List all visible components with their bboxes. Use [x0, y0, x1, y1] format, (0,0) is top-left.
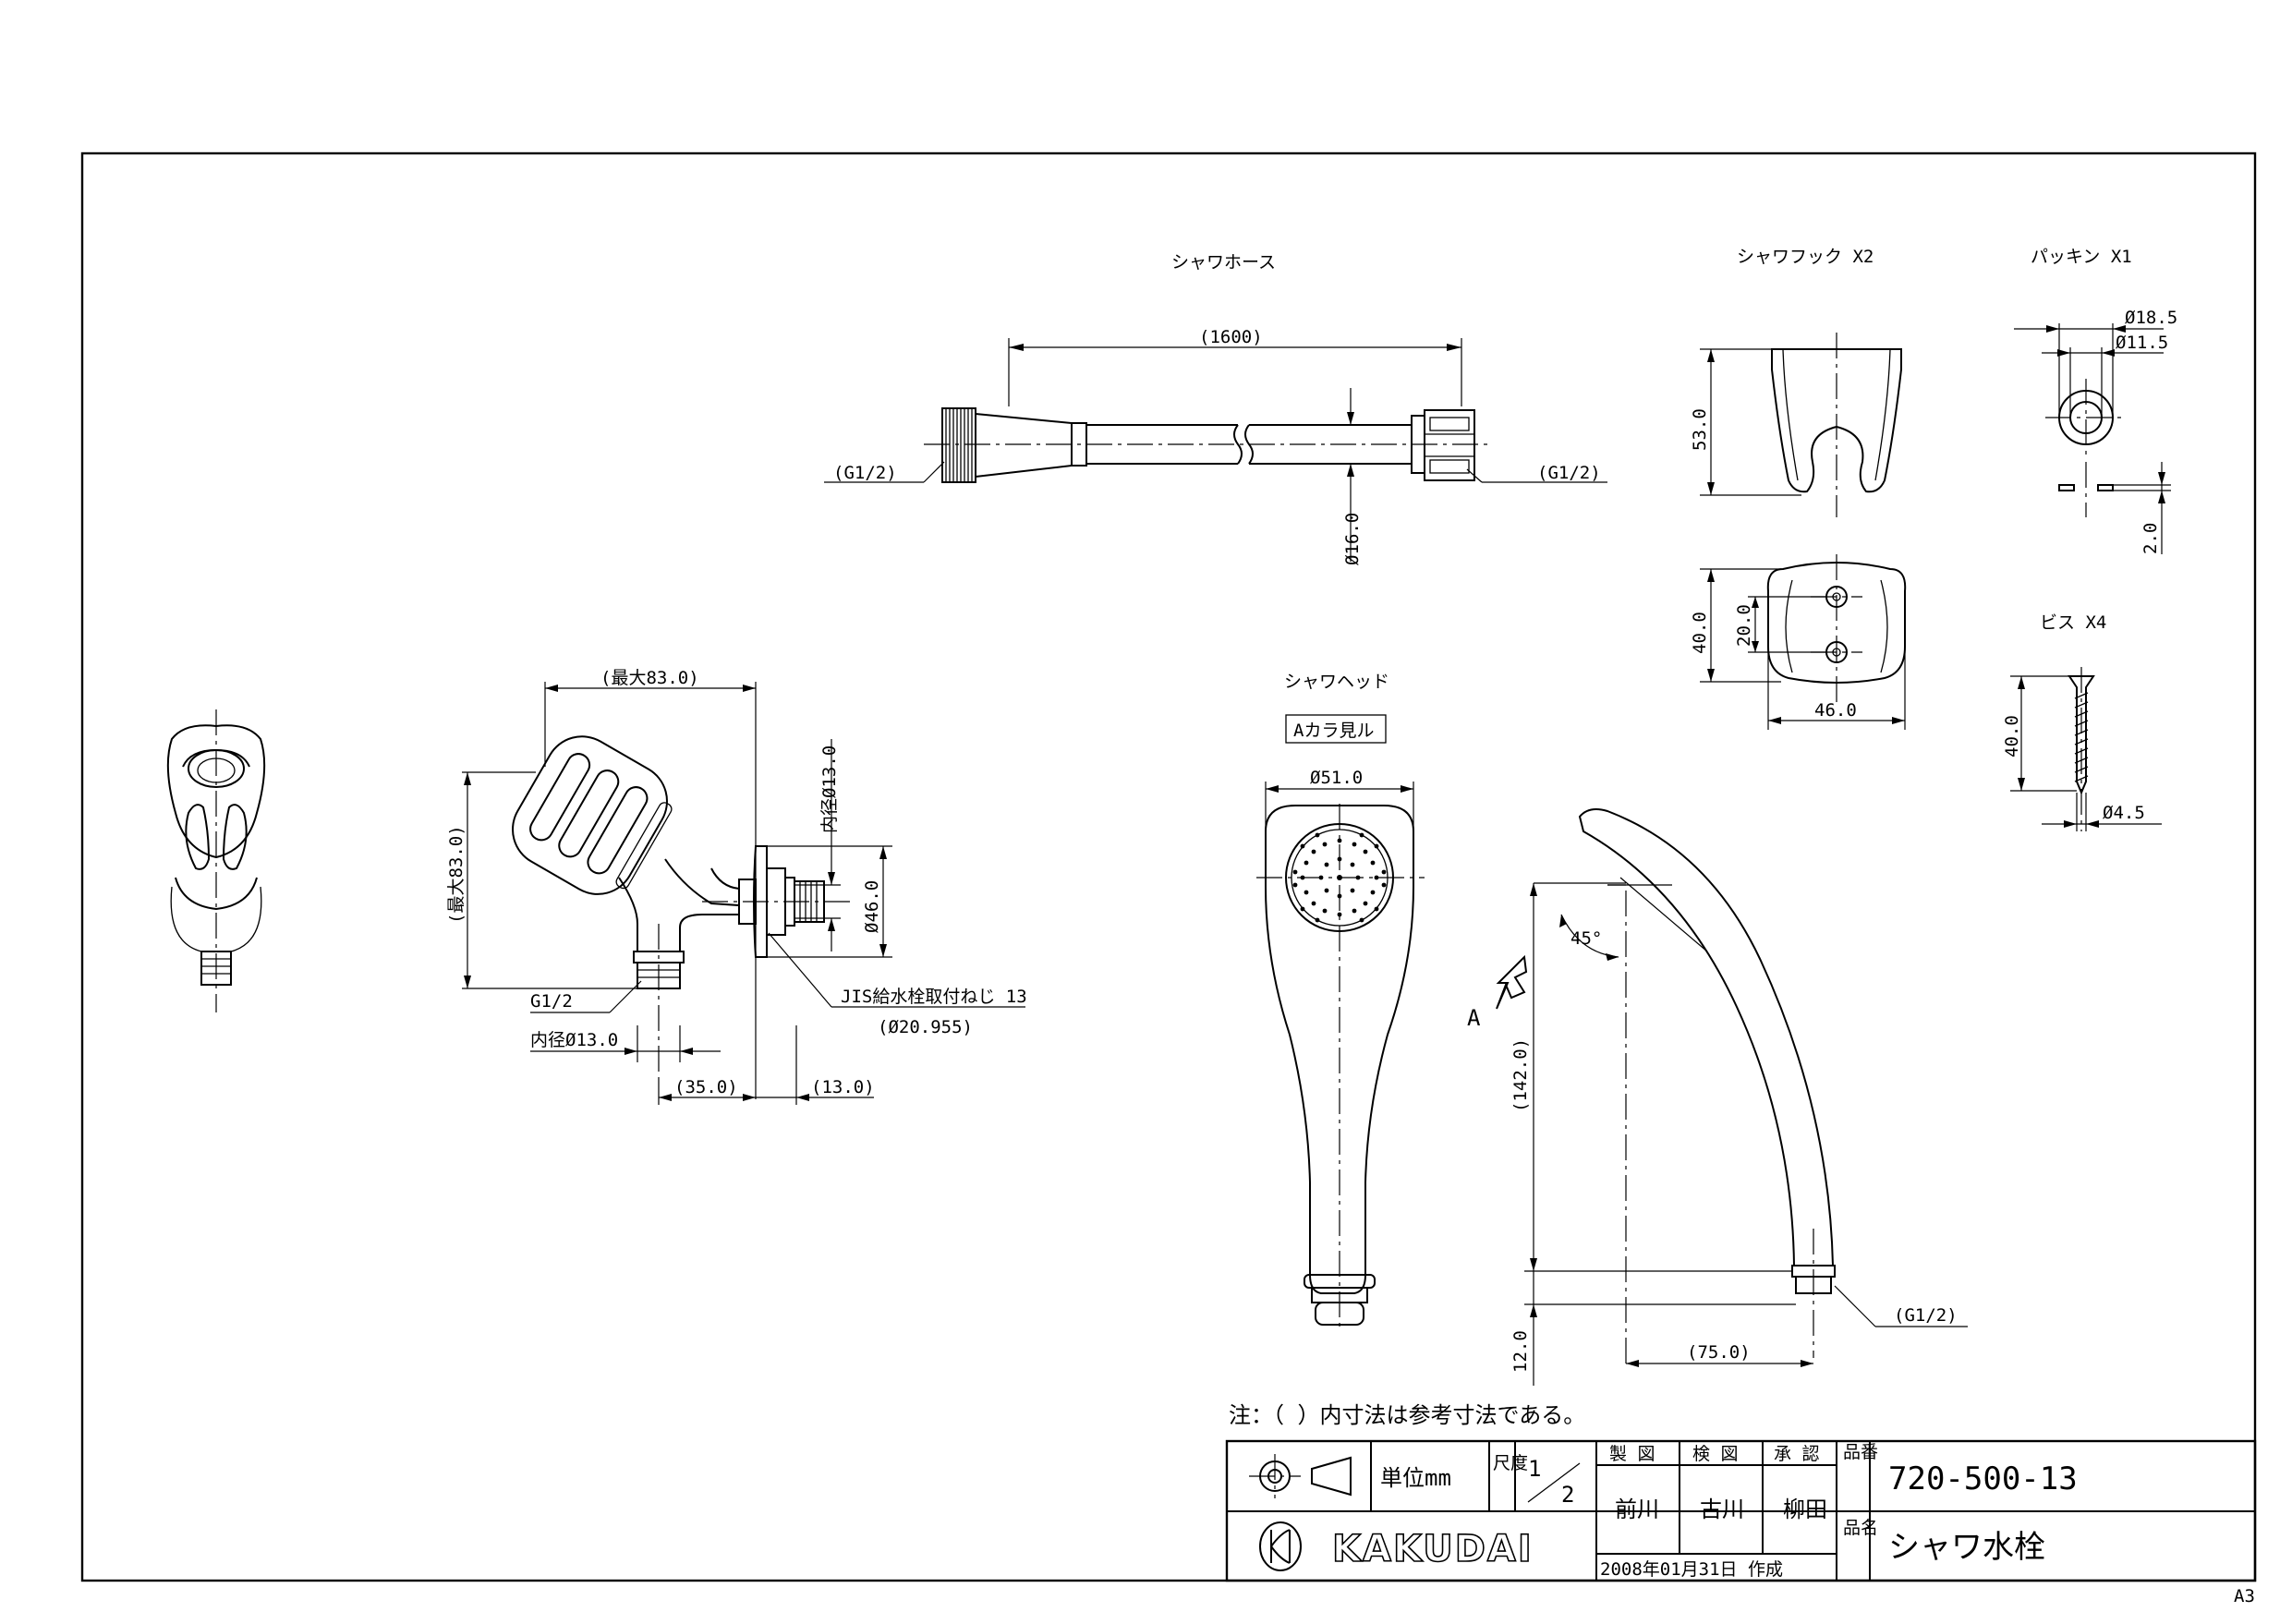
checked-label: 検 図	[1692, 1444, 1738, 1464]
issue-date: 2008年01月31日 作成	[1600, 1559, 1783, 1580]
hose-title: シャワホース	[1171, 252, 1276, 273]
packing-view: パッキン X1 Ø18.5 Ø11.5 2.0	[2014, 247, 2177, 554]
hose-thread-right: (G1/2)	[1537, 463, 1601, 483]
logo-wordmark: KAKUDAI	[1332, 1528, 1534, 1570]
part-name: シャワ水栓	[1888, 1529, 2045, 1566]
part-no-label: 品番	[1843, 1442, 1878, 1462]
hook-base-height-dim: 40.0	[1690, 612, 1710, 654]
drawn-by: 前川	[1615, 1497, 1659, 1522]
inner-dia-top-dim: 内径Ø13.0	[819, 745, 840, 833]
head-connector-dim: 12.0	[1510, 1330, 1531, 1373]
hose-diameter-dim: Ø16.0	[1342, 513, 1363, 565]
valve-side-view	[166, 709, 266, 1012]
unit-label: 単位mm	[1380, 1465, 1451, 1491]
part-number: 720-500-13	[1888, 1460, 2078, 1497]
shower-head-front-view: シャワヘッド Aカラ見ル	[1256, 672, 1425, 1330]
scale-denominator: 2	[1561, 1482, 1574, 1508]
jis-thread-sub: (Ø20.955)	[878, 1017, 973, 1037]
title-block: 単位mm 尺度 1 2 製 図 検 図 承 認 前川 古川 柳田 品番 720-…	[1225, 1439, 2257, 1582]
hook-height-dim: 53.0	[1690, 408, 1710, 451]
dim-13: (13.0)	[811, 1077, 875, 1097]
hook-hole-pitch-dim: 20.0	[1734, 604, 1754, 647]
head-thread-label: (G1/2)	[1894, 1305, 1958, 1326]
hose-length-dim: (1600)	[1199, 327, 1263, 347]
head-angle-dim: 45°	[1570, 928, 1602, 949]
head-length-dim: (142.0)	[1510, 1038, 1531, 1112]
scale-label: 尺度	[1493, 1453, 1528, 1473]
part-name-label: 品名	[1843, 1518, 1878, 1538]
valve-height-dim: (最大83.0)	[446, 825, 467, 924]
checked-by: 古川	[1700, 1497, 1744, 1522]
inner-dia-bottom-dim: 内径Ø13.0	[530, 1030, 618, 1050]
valve-main-view: (最大83.0) (最大83.0) 内径Ø13.0 Ø46.0 G1/2 内径Ø…	[446, 668, 1027, 1105]
screw-title: ビス X4	[2040, 612, 2106, 633]
view-a-letter: A	[1467, 1005, 1481, 1031]
shower-hose-view: シャワホース (1600)	[824, 252, 1607, 565]
drawn-label: 製 図	[1609, 1444, 1655, 1464]
dim-35: (35.0)	[674, 1077, 738, 1097]
approved-by: 柳田	[1783, 1497, 1827, 1522]
packing-thickness-dim: 2.0	[2140, 523, 2161, 554]
view-a-label: Aカラ見ル	[1293, 721, 1374, 741]
packing-inner-dim: Ø11.5	[2116, 333, 2168, 353]
jis-thread-label: JIS給水栓取付ねじ 13	[841, 987, 1027, 1007]
shower-head-side-view: 45° A (142.0) 12.0 (75.0) (G1/2)	[1467, 808, 1968, 1386]
head-diameter-dim: Ø51.0	[1310, 768, 1363, 788]
head-offset-dim: (75.0)	[1687, 1342, 1751, 1363]
third-angle-projection-icon	[1249, 1454, 1352, 1498]
hook-title: シャワフック X2	[1737, 247, 1874, 267]
shower-hook-view: シャワフック X2 53.0 40.0 20.0	[1690, 247, 1907, 730]
kakudai-logo	[1259, 1521, 1302, 1571]
flange-diameter-dim: Ø46.0	[862, 880, 882, 933]
approved-label: 承 認	[1774, 1444, 1819, 1464]
sheet-size: A3	[2234, 1586, 2255, 1606]
hook-width-dim: 46.0	[1814, 700, 1857, 721]
drawing-frame	[80, 151, 2257, 1582]
packing-title: パッキン X1	[2031, 247, 2132, 267]
packing-outer-dim: Ø18.5	[2125, 308, 2177, 328]
reference-note: 注：（ ）内寸法は参考寸法である。	[1229, 1402, 1585, 1428]
valve-thread-label: G1/2	[530, 991, 573, 1012]
hose-thread-left: (G1/2)	[833, 463, 897, 483]
head-title: シャワヘッド	[1284, 672, 1389, 692]
view-a-box	[1285, 714, 1387, 744]
valve-width-dim: (最大83.0)	[600, 668, 699, 688]
scale-numerator: 1	[1528, 1456, 1541, 1482]
screw-length-dim: 40.0	[2002, 715, 2022, 757]
screw-view: ビス X4 40.0 Ø4.5	[2002, 612, 2162, 831]
screw-diameter-dim: Ø4.5	[2103, 803, 2145, 823]
